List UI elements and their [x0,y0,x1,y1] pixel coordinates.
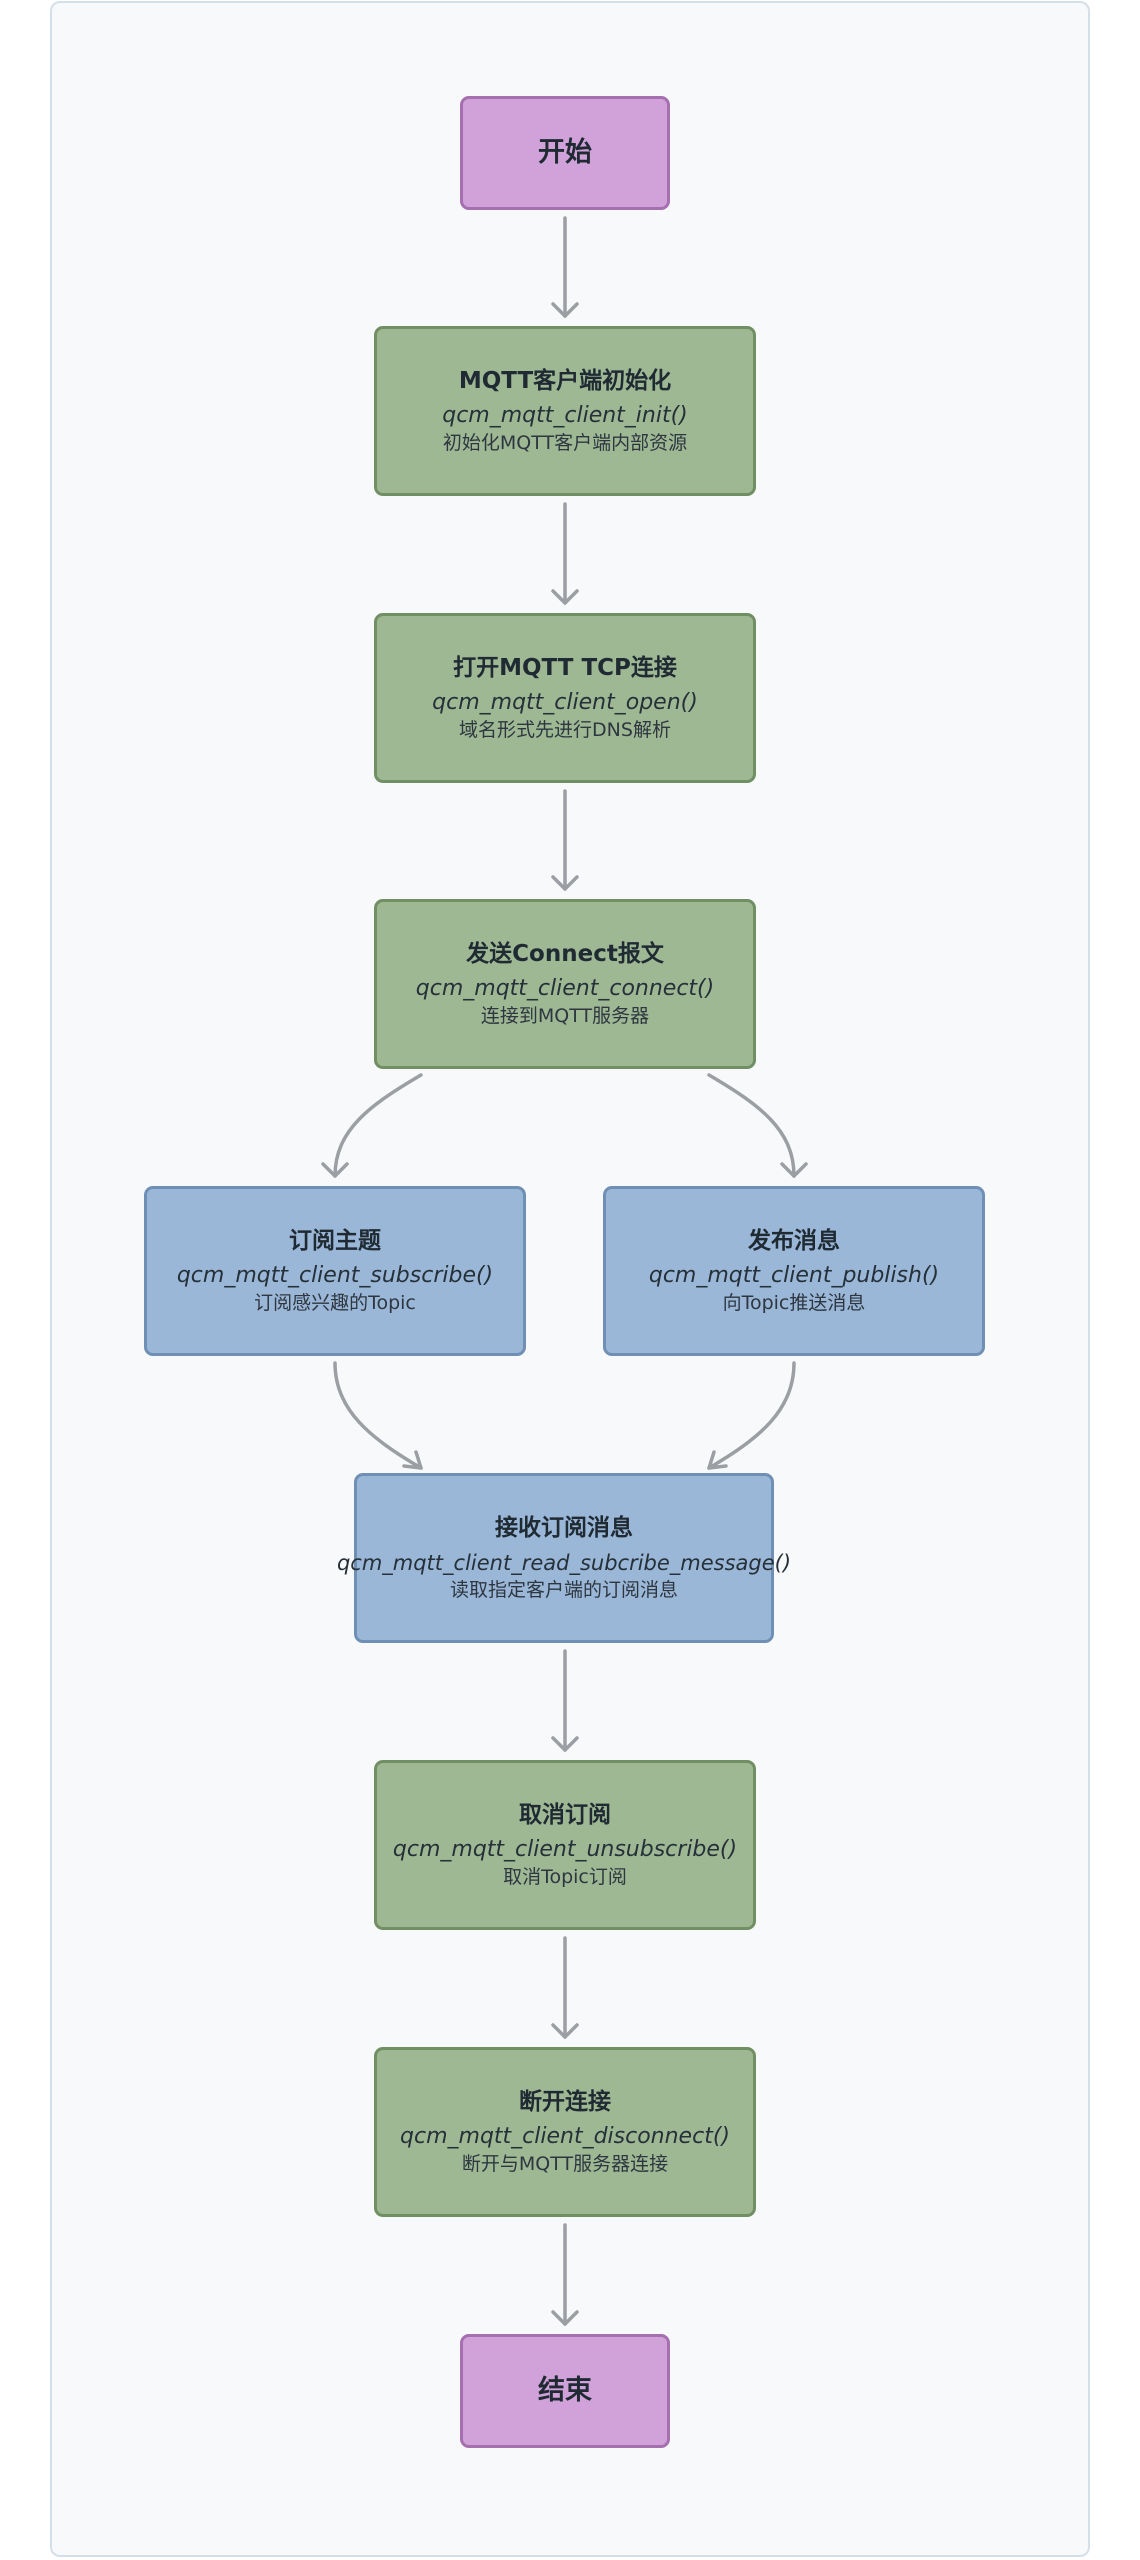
open-node-function: qcm_mqtt_client_open() [432,690,698,715]
receive-node-title: 接收订阅消息 [495,1515,633,1541]
disconnect-node-description: 断开与MQTT服务器连接 [461,2153,669,2175]
init-node-title: MQTT客户端初始化 [458,368,672,394]
publish-node-description: 向Topic推送消息 [722,1292,866,1314]
init-node: MQTT客户端初始化 qcm_mqtt_client_init() 初始化MQT… [374,326,756,496]
init-node-description: 初始化MQTT客户端内部资源 [442,432,688,454]
connect-node-function: qcm_mqtt_client_connect() [415,976,715,1001]
subscribe-node-title: 订阅主题 [289,1228,381,1254]
disconnect-node-function: qcm_mqtt_client_disconnect() [400,2124,730,2149]
subscribe-node-function: qcm_mqtt_client_subscribe() [176,1263,494,1288]
receive-node: 接收订阅消息 qcm_mqtt_client_read_subcribe_mes… [337,1473,791,1643]
subscribe-node: 订阅主题 qcm_mqtt_client_subscribe() 订阅感兴趣的T… [144,1186,526,1356]
end-node-title: 结束 [538,2375,592,2406]
receive-node-description: 读取指定客户端的订阅消息 [449,1579,678,1601]
receive-node-function: qcm_mqtt_client_read_subcribe_message() [336,1551,792,1575]
publish-node-function: qcm_mqtt_client_publish() [648,1263,940,1288]
unsubscribe-node-title: 取消订阅 [519,1802,611,1828]
publish-node-title: 发布消息 [748,1228,840,1254]
open-node-title: 打开MQTT TCP连接 [453,655,677,681]
subscribe-node-description: 订阅感兴趣的Topic [254,1292,416,1314]
open-node-description: 域名形式先进行DNS解析 [459,719,671,741]
unsubscribe-node-function: qcm_mqtt_client_unsubscribe() [392,1837,738,1862]
start-node-title: 开始 [538,137,592,168]
init-node-function: qcm_mqtt_client_init() [442,403,688,428]
end-node: 结束 [460,2334,670,2448]
connect-node-description: 连接到MQTT服务器 [480,1005,650,1027]
open-node: 打开MQTT TCP连接 qcm_mqtt_client_open() 域名形式… [374,613,756,783]
unsubscribe-node-description: 取消Topic订阅 [503,1866,627,1888]
connect-node: 发送Connect报文 qcm_mqtt_client_connect() 连接… [374,899,756,1069]
start-node: 开始 [460,96,670,210]
disconnect-node-title: 断开连接 [519,2089,611,2115]
publish-node: 发布消息 qcm_mqtt_client_publish() 向Topic推送消… [603,1186,985,1356]
unsubscribe-node: 取消订阅 qcm_mqtt_client_unsubscribe() 取消Top… [374,1760,756,1930]
connect-node-title: 发送Connect报文 [466,941,664,967]
disconnect-node: 断开连接 qcm_mqtt_client_disconnect() 断开与MQT… [374,2047,756,2217]
